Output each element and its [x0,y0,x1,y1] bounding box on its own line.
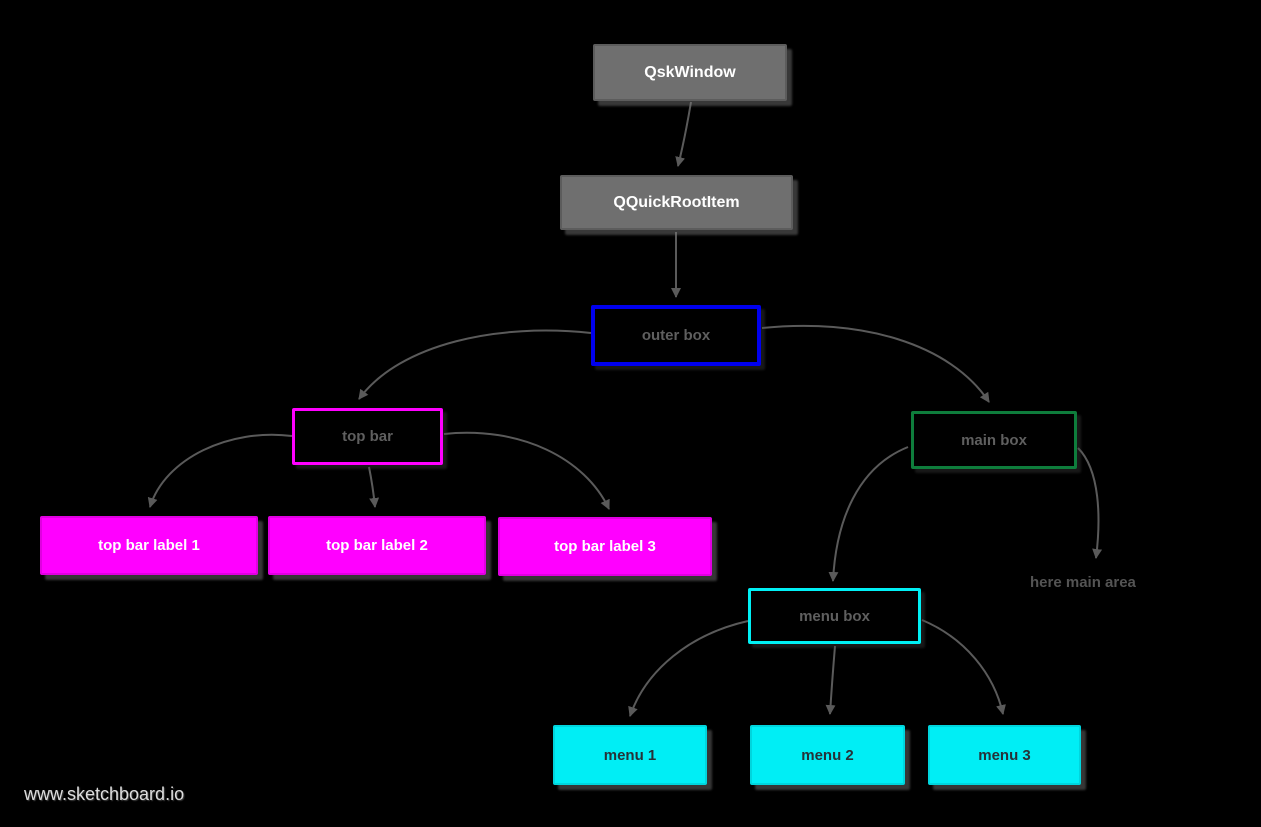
edge-topbar-to-label3 [443,431,610,510]
node-top-bar-label-3[interactable]: top bar label 3 [498,517,712,576]
node-main-box[interactable]: main box [911,411,1077,469]
edge-menubox-to-menu1 [628,620,749,717]
node-menu-2[interactable]: menu 2 [750,725,905,785]
node-qquickrootitem[interactable]: QQuickRootItem [560,175,793,230]
edge-menubox-to-menu3 [921,619,1006,715]
text-here-main-area[interactable]: here main area [1030,574,1136,591]
edge-qskwindow-to-qquickrootitem [675,101,692,167]
edge-outerbox-to-mainbox [761,324,990,403]
node-menu-box[interactable]: menu box [748,588,921,644]
edge-outerbox-to-topbar [358,329,592,400]
edge-topbar-to-label1 [147,433,293,508]
edge-mainbox-to-heremainarea [1077,447,1103,559]
node-top-bar[interactable]: top bar [292,408,443,465]
node-menu-3[interactable]: menu 3 [928,725,1081,785]
sketchboard-watermark: www.sketchboard.io [24,784,185,804]
node-qskwindow[interactable]: QskWindow [593,44,787,101]
node-outer-box[interactable]: outer box [591,305,761,366]
node-menu-1[interactable]: menu 1 [553,725,707,785]
node-top-bar-label-2[interactable]: top bar label 2 [268,516,486,575]
edge-mainbox-to-menubox [828,446,909,582]
edge-menubox-to-menu2 [825,645,836,715]
node-top-bar-label-1[interactable]: top bar label 1 [40,516,258,575]
edge-topbar-to-label2 [368,466,380,508]
